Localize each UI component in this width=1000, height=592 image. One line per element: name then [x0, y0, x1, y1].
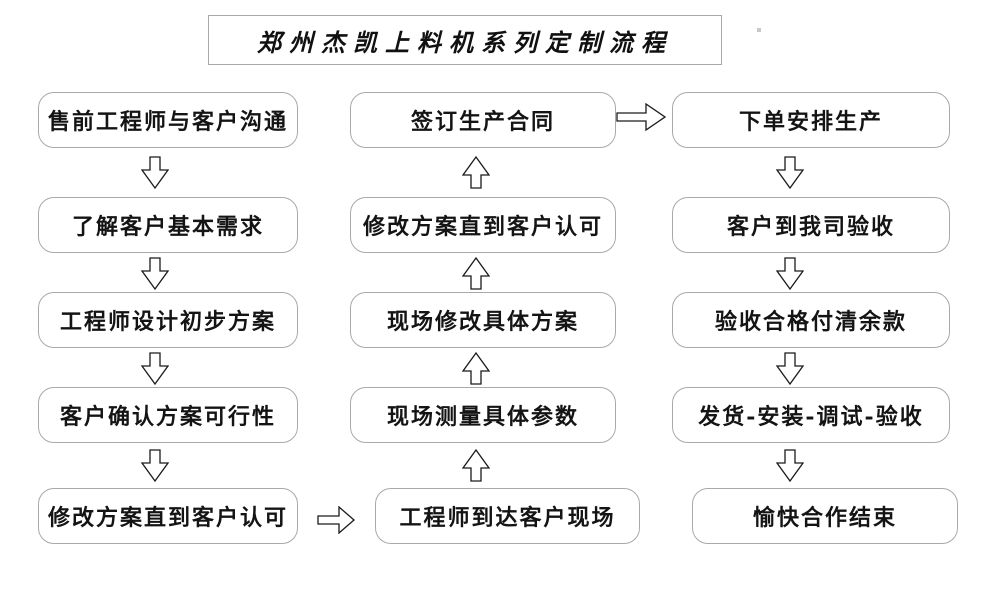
down-arrow-icon — [776, 156, 804, 189]
step-confirm-feasibility: 客户确认方案可行性 — [38, 387, 298, 443]
step-revise-until-approved-middle: 修改方案直到客户认可 — [350, 197, 616, 253]
decorative-dot — [757, 28, 761, 32]
right-arrow-icon — [616, 103, 666, 131]
step-place-order-production: 下单安排生产 — [672, 92, 950, 148]
up-arrow-icon — [462, 156, 490, 189]
title-box: 郑州杰凯上料机系列定制流程 — [208, 15, 722, 65]
step-design-preliminary-plan: 工程师设计初步方案 — [38, 292, 298, 348]
step-revise-until-approved-left: 修改方案直到客户认可 — [38, 488, 298, 544]
step-sign-contract: 签订生产合同 — [350, 92, 616, 148]
down-arrow-icon — [776, 352, 804, 385]
step-understand-needs: 了解客户基本需求 — [38, 197, 298, 253]
down-arrow-icon — [141, 352, 169, 385]
up-arrow-icon — [462, 257, 490, 290]
page-title: 郑州杰凯上料机系列定制流程 — [257, 27, 673, 57]
step-ship-install-debug-accept: 发货-安装-调试-验收 — [672, 387, 950, 443]
step-onsite-modify-plan: 现场修改具体方案 — [350, 292, 616, 348]
up-arrow-icon — [462, 449, 490, 482]
step-cooperation-end: 愉快合作结束 — [692, 488, 958, 544]
down-arrow-icon — [776, 257, 804, 290]
right-arrow-icon — [317, 506, 355, 534]
down-arrow-icon — [141, 156, 169, 189]
up-arrow-icon — [462, 352, 490, 385]
step-pay-balance: 验收合格付清余款 — [672, 292, 950, 348]
down-arrow-icon — [776, 449, 804, 482]
step-onsite-measure-params: 现场测量具体参数 — [350, 387, 616, 443]
down-arrow-icon — [141, 257, 169, 290]
step-customer-acceptance-visit: 客户到我司验收 — [672, 197, 950, 253]
step-engineer-arrives-onsite: 工程师到达客户现场 — [375, 488, 640, 544]
step-presales-communication: 售前工程师与客户沟通 — [38, 92, 298, 148]
down-arrow-icon — [141, 449, 169, 482]
